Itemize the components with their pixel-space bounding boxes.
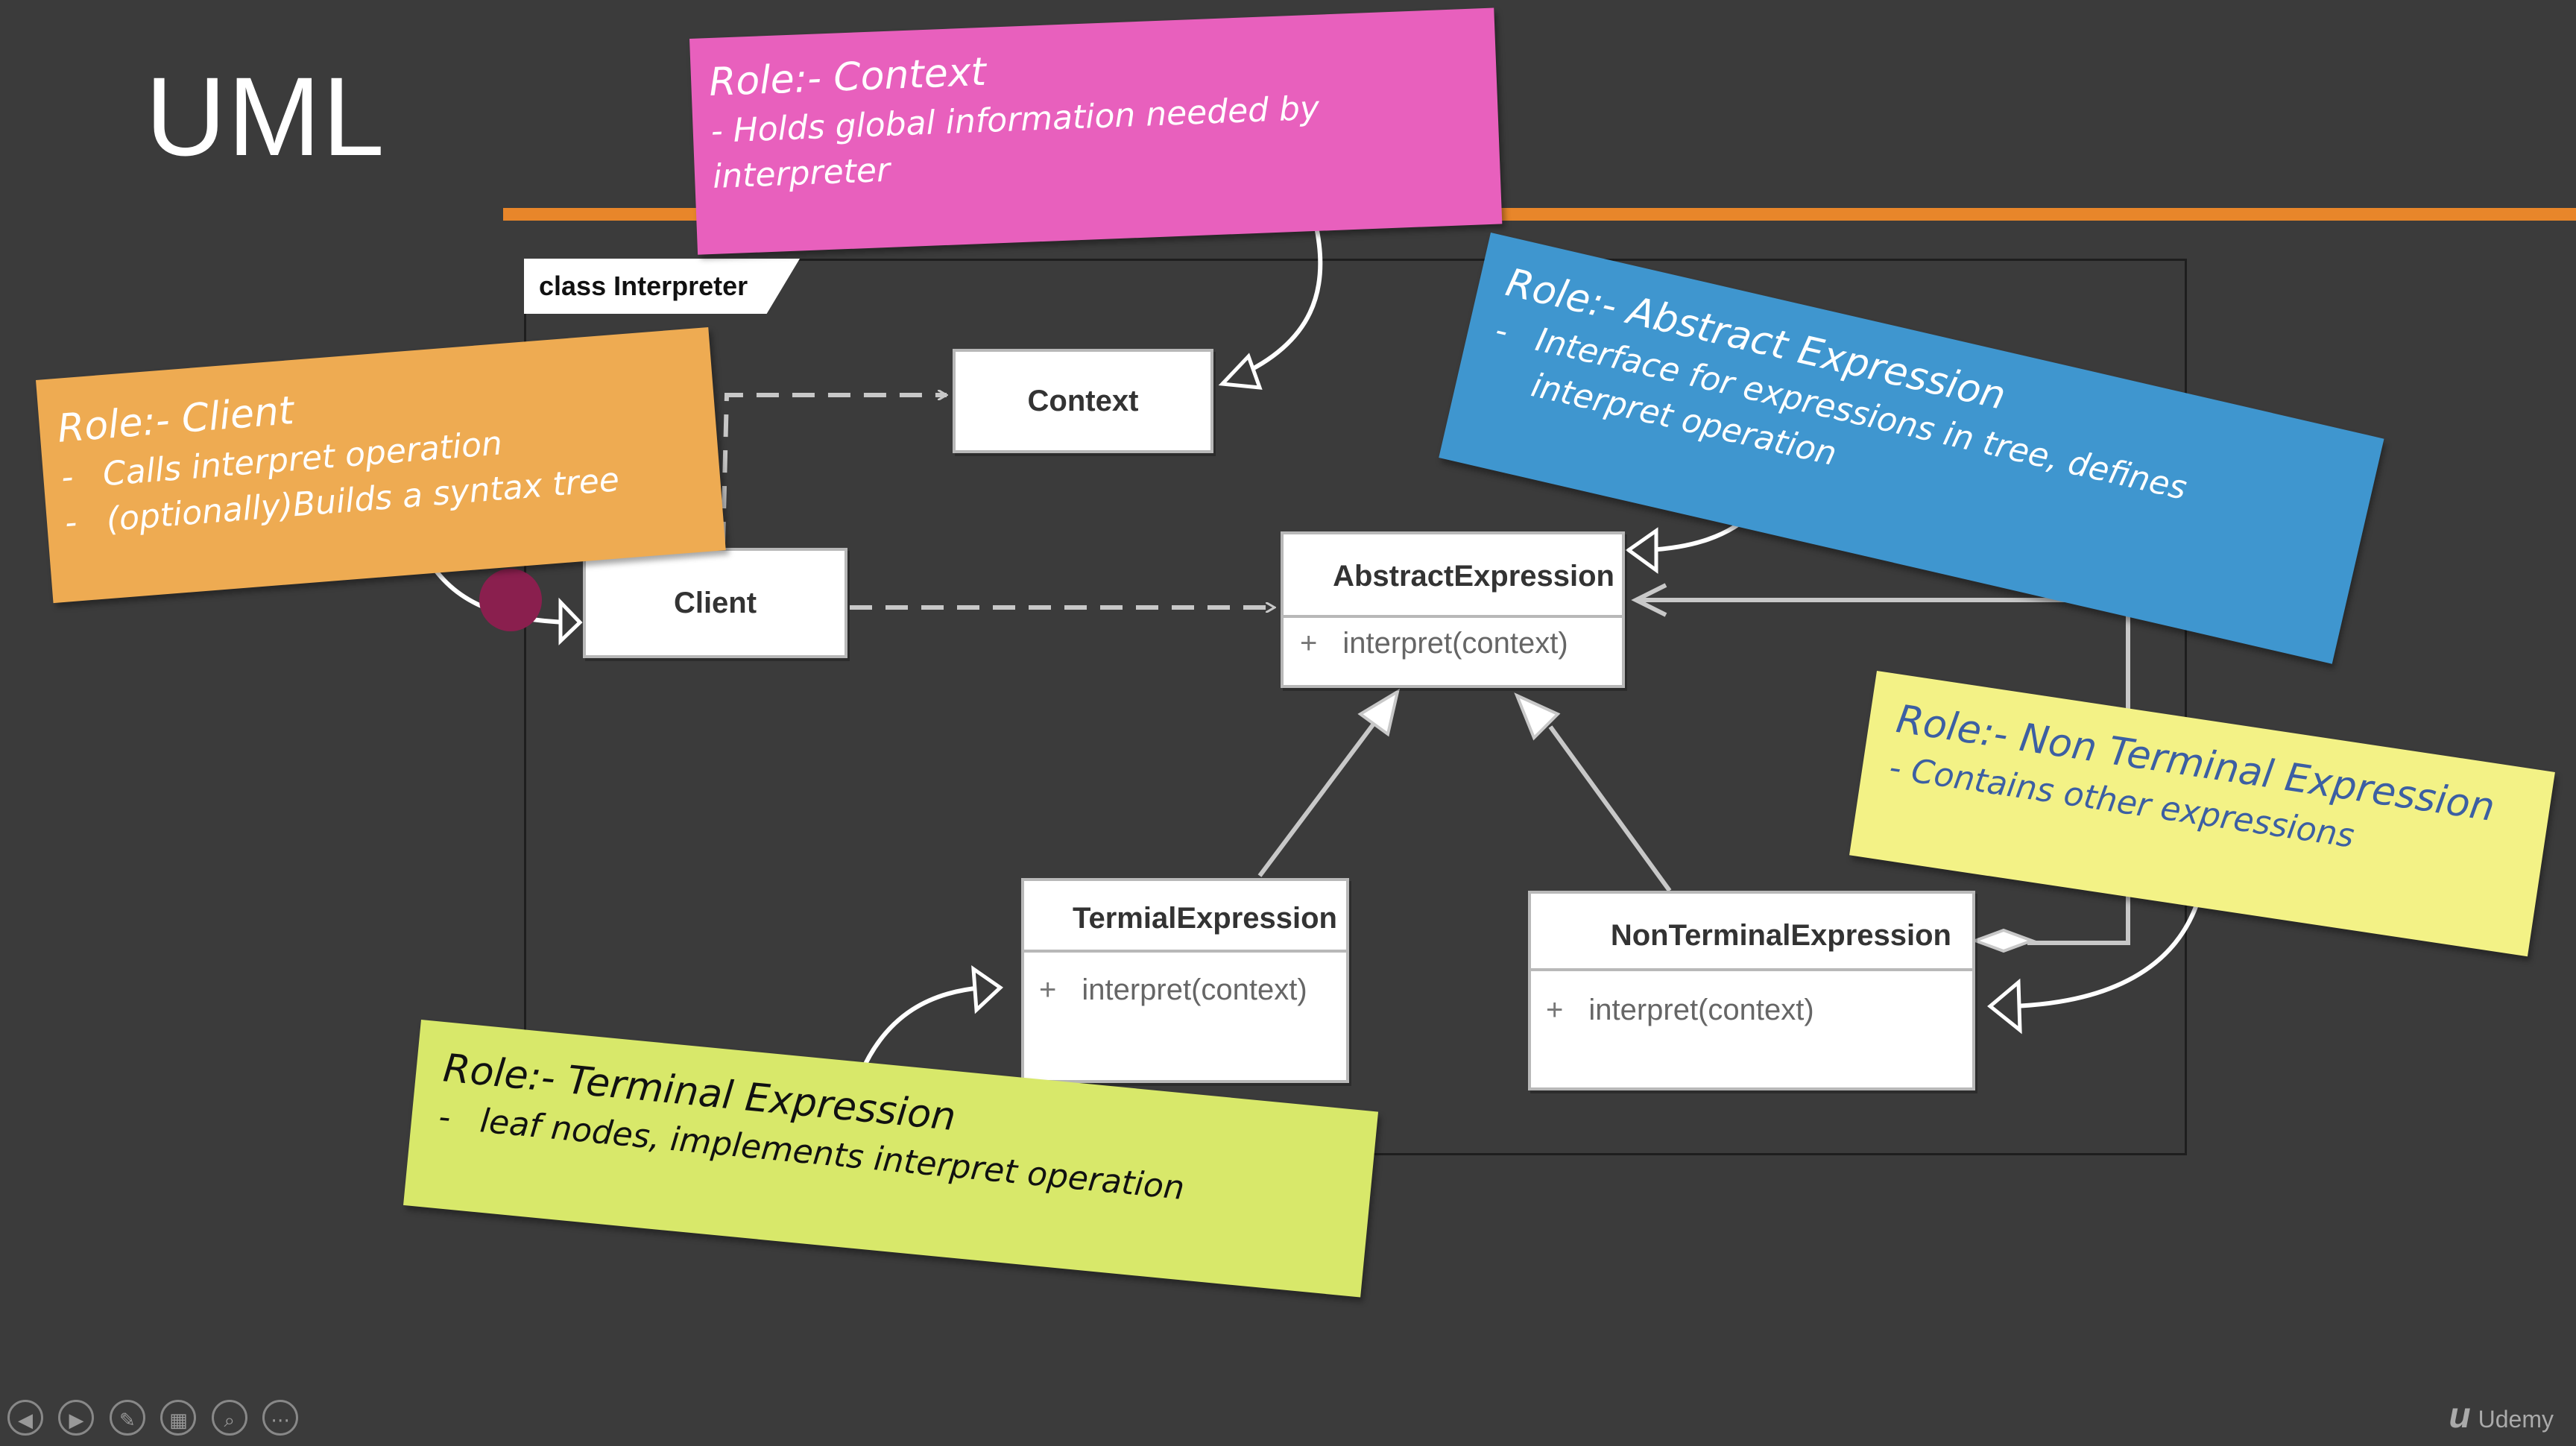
slide-title: UML [145, 54, 386, 179]
client-context-dependency [721, 395, 947, 545]
terminal-note-arrowhead [971, 964, 1003, 1014]
frame-label: class Interpreter [524, 259, 800, 314]
terminal-generalization-arrow [1357, 688, 1400, 737]
next-icon[interactable]: ▶ [58, 1400, 95, 1436]
terminal-expression-operations: +interpret(context) [1024, 950, 1346, 1007]
slide-toolbar: ◀ ▶ ✎ ▦ ⌕ ⋯ [7, 1400, 310, 1436]
nonterminal-generalization-arrow [1514, 692, 1561, 741]
terminal-note-arrow [859, 985, 985, 1075]
terminal-expression-class: TermialExpression +interpret(context) [1021, 878, 1349, 1083]
context-note-arrowhead [1218, 353, 1263, 390]
nonterminal-expression-operation: +interpret(context) [1546, 994, 1814, 1026]
pointer-dot [479, 569, 542, 631]
abstract-note-arrowhead [1625, 527, 1658, 574]
zoom-icon[interactable]: ⌕ [211, 1400, 247, 1436]
abstract-expression-operation: +interpret(context) [1300, 627, 1568, 660]
more-icon[interactable]: ⋯ [262, 1400, 299, 1436]
aggregation-diamond [1971, 928, 2036, 953]
context-class-name: Context [1027, 385, 1139, 417]
client-note-arrowhead [558, 597, 583, 645]
nonterminal-expression-name: NonTerminalExpression [1610, 919, 1951, 952]
pen-icon[interactable]: ✎ [109, 1400, 145, 1436]
client-class: Client [583, 548, 847, 658]
terminal-expression-operation: +interpret(context) [1039, 973, 1307, 1006]
terminal-generalization-line [1257, 710, 1385, 877]
nonterminal-expression-operations: +interpret(context) [1531, 968, 1972, 1027]
terminal-expression-name: TermialExpression [1073, 902, 1337, 935]
client-class-name: Client [673, 587, 757, 619]
aggregation-arrow [1631, 583, 1667, 617]
context-role-note: Role:- Context - Holds global informatio… [689, 7, 1503, 255]
abstract-expression-class: AbstractExpression +interpret(context) [1281, 531, 1625, 688]
context-class: Context [953, 349, 1213, 453]
nonterminal-generalization-line [1548, 725, 1672, 892]
udemy-logo-icon: u [2449, 1396, 2471, 1436]
nonterminal-note-arrowhead [1987, 978, 2022, 1035]
nonterminal-note-arrow [2012, 897, 2201, 1008]
slides-icon[interactable]: ▦ [160, 1400, 197, 1436]
nonterminal-expression-class: NonTerminalExpression +interpret(context… [1528, 891, 1975, 1090]
abstract-expression-name: AbstractExpression [1333, 560, 1614, 593]
udemy-logo-text: Udemy [2478, 1406, 2554, 1433]
previous-icon[interactable]: ◀ [7, 1400, 43, 1436]
udemy-logo: u Udemy [2449, 1395, 2554, 1436]
abstract-expression-operations: +interpret(context) [1284, 615, 1622, 660]
context-note-arrow [1236, 223, 1323, 379]
